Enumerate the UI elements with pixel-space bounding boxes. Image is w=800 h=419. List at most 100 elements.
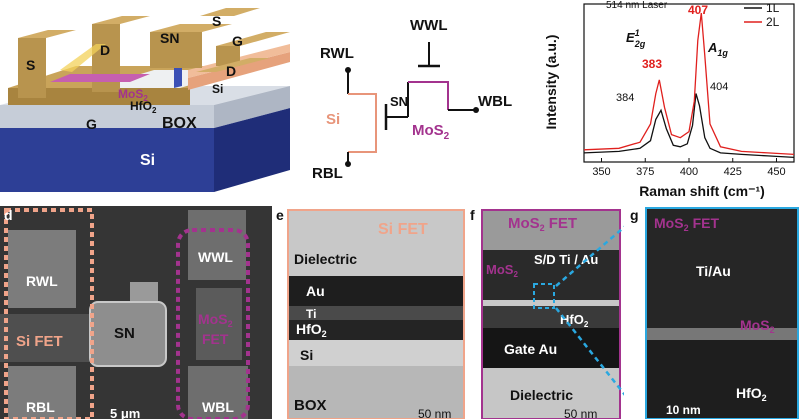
label-s-right: S	[212, 13, 221, 29]
label-g-left: G	[86, 116, 97, 132]
si-block-front	[188, 52, 290, 90]
layer-si	[288, 340, 464, 366]
circuit-label-wbl: WBL	[478, 93, 512, 110]
layer-dielectric	[288, 210, 464, 276]
tem-e-si: Si	[300, 347, 313, 363]
panel-d-sem: d RWL Si FET RBL SN WWL MoS2 FET WBL 5 μ…	[0, 206, 272, 419]
layer-au	[288, 276, 464, 306]
x-tick-label-350: 350	[592, 166, 610, 178]
sem-label-si-fet: Si FET	[16, 333, 63, 350]
mos2-dots	[60, 44, 106, 72]
x-tick-label-375: 375	[636, 166, 654, 178]
x-tick-label-450: 450	[767, 166, 785, 178]
zoom-line-top	[555, 209, 645, 287]
panel-g-letter: g	[630, 207, 639, 223]
label-si-substrate: Si	[140, 152, 155, 169]
sem-label-rbl: RBL	[26, 399, 55, 415]
tem-g-border	[645, 207, 799, 419]
mos2-fet-region	[196, 288, 242, 360]
sem-scale-label: 5 μm	[110, 406, 140, 419]
panel-c-raman-chart: 514 nm Laser Intensity (a.u.) Raman shif…	[540, 0, 800, 200]
f-zoom-box	[533, 283, 555, 309]
wwl-pad	[188, 210, 246, 280]
series-line-1L	[583, 93, 795, 159]
sn-block-top	[150, 24, 232, 32]
f-sd-region	[482, 250, 620, 300]
tem-f-gate: Gate Au	[504, 341, 557, 357]
mos2-layer	[50, 74, 150, 82]
tem-f-dielectric: Dielectric	[510, 387, 573, 403]
chart-ylabel: Intensity (a.u.)	[543, 35, 559, 130]
label-box: BOX	[162, 115, 197, 132]
sem-label-wwl: WWL	[198, 249, 233, 265]
circuit-svg: RWL WWL Si SN MoS2 WBL RBL	[312, 17, 512, 182]
si-tem-svg: e Si FET Dielectric Au Ti HfO2 Si BOX 50…	[276, 207, 465, 419]
device-3d-svg: S D SN S G D Si G MoS2 HfO2 BOX Si	[0, 8, 290, 192]
si-fet-region	[0, 314, 92, 362]
mos2-fet-channel	[408, 81, 449, 110]
x-tick-label-400: 400	[680, 166, 698, 178]
g-tiau-region	[646, 208, 798, 328]
panel-a-device-schematic: S D SN S G D Si G MoS2 HfO2 BOX Si	[0, 0, 300, 200]
d-right-block-top	[196, 58, 270, 72]
tem-f-border	[481, 209, 621, 419]
tem-g-tiau: Ti/Au	[696, 263, 731, 279]
g-right-block-top	[216, 32, 290, 46]
g-right-block-front	[216, 46, 240, 66]
tem-f-mos2: MoS2	[486, 262, 518, 279]
si-fet-outline	[4, 208, 94, 419]
tem-f-sd: S/D Ti / Au	[534, 252, 598, 267]
tem-e-au: Au	[306, 283, 325, 299]
circuit-label-rwl: RWL	[320, 45, 354, 62]
sem-label-rwl: RWL	[26, 273, 58, 289]
sem-label-sn: SN	[114, 325, 135, 342]
label-d: D	[100, 42, 110, 58]
chart-series	[583, 12, 795, 159]
box-front	[0, 105, 214, 128]
s-right-block-top	[200, 8, 260, 16]
legend-label-2L: 2L	[766, 15, 780, 29]
gold-layer-front	[8, 88, 190, 105]
panel-d-letter: d	[4, 207, 13, 223]
panel-e-letter: e	[276, 207, 284, 223]
tem-f-scale: 50 nm	[564, 407, 597, 419]
circuit-label-wwl: WWL	[410, 17, 447, 34]
label-hfo2: HfO2	[130, 99, 157, 115]
circuit-label-rbl: RBL	[312, 165, 343, 182]
f-dielectric-region	[482, 368, 620, 419]
tem-e-box: BOX	[294, 397, 327, 414]
annotation-384: 384	[616, 92, 634, 104]
wbl-pad	[188, 366, 248, 419]
circuit-label-mos2: MoS2	[412, 122, 450, 142]
raman-chart-svg: 514 nm Laser Intensity (a.u.) Raman shif…	[543, 0, 795, 199]
layer-ti	[288, 306, 464, 320]
substrate-front	[0, 128, 214, 192]
sn-connector	[130, 282, 158, 302]
label-si-small: Si	[212, 82, 223, 96]
d-block-top	[92, 16, 150, 24]
circuit-label-sn: SN	[390, 94, 408, 109]
mos2-fet-outline	[176, 228, 250, 419]
tem-f-hfo2: HfO2	[560, 312, 589, 329]
rwl-pad	[8, 230, 76, 308]
panel-b-circuit: RWL WWL Si SN MoS2 WBL RBL	[300, 0, 540, 200]
rbl-pad	[8, 366, 76, 419]
f-mos2-line	[482, 300, 620, 306]
tem-e-dielectric: Dielectric	[294, 251, 357, 267]
label-g-right: G	[232, 33, 243, 49]
legend-label-1L: 1L	[766, 1, 780, 15]
tem-e-title: Si FET	[378, 221, 428, 238]
tem-e-hfo2: HfO2	[296, 321, 327, 339]
s-block-front	[18, 38, 46, 98]
sn-block-front	[150, 32, 202, 68]
tem-g-mos2: MoS2	[740, 317, 775, 335]
f-top-region	[482, 210, 620, 250]
g-hfo2-region	[646, 340, 798, 419]
tem-e-scale: 50 nm	[418, 407, 451, 419]
